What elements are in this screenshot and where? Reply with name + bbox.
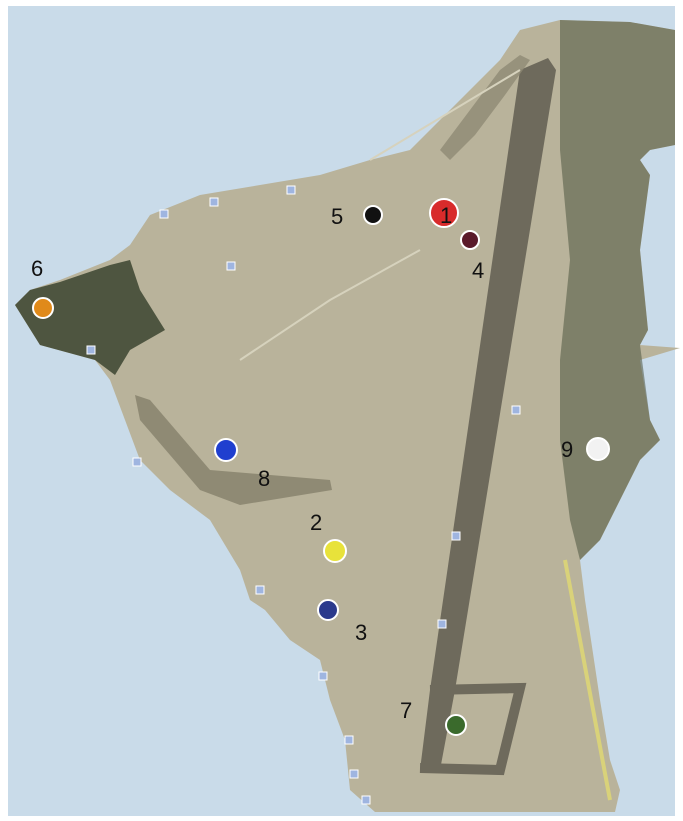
shore-road xyxy=(563,559,612,801)
site-dot-3[interactable] xyxy=(317,599,339,621)
site-marker-9[interactable]: 9 xyxy=(561,437,610,462)
site-marker-8[interactable]: 8 xyxy=(214,438,270,491)
west-vegetation xyxy=(15,260,165,375)
site-label-1: 1 xyxy=(440,203,452,228)
site-dot-2[interactable] xyxy=(323,539,347,563)
site-label-4: 4 xyxy=(472,258,484,283)
site-label-9: 9 xyxy=(561,437,573,462)
site-label-7: 7 xyxy=(400,698,412,723)
site-marker-2[interactable]: 2 xyxy=(310,510,347,563)
site-dot-7[interactable] xyxy=(445,714,467,736)
north-piers xyxy=(440,55,530,160)
east-vegetation xyxy=(560,20,675,560)
site-marker-5[interactable]: 5 xyxy=(331,204,383,229)
site-label-2: 2 xyxy=(310,510,322,535)
site-markers: 1 2 3 4 5 6 7 8 9 xyxy=(31,198,610,736)
site-dot-8[interactable] xyxy=(214,438,238,462)
site-marker-1[interactable]: 1 xyxy=(429,198,459,228)
south-taxiway xyxy=(419,682,527,776)
site-dot-9[interactable] xyxy=(586,437,610,461)
site-marker-3[interactable]: 3 xyxy=(317,599,367,645)
site-label-8: 8 xyxy=(258,466,270,491)
site-label-3: 3 xyxy=(355,620,367,645)
site-label-5: 5 xyxy=(331,204,343,229)
site-marker-4[interactable]: 4 xyxy=(460,230,484,283)
site-dot-1[interactable] xyxy=(429,198,459,228)
coastal-road xyxy=(239,69,521,361)
runway xyxy=(420,58,556,770)
site-dot-4[interactable] xyxy=(460,230,480,250)
site-dot-6[interactable] xyxy=(32,297,54,319)
site-marker-7[interactable]: 7 xyxy=(400,698,467,736)
site-dot-5[interactable] xyxy=(363,205,383,225)
west-harbor-structure xyxy=(135,395,332,505)
site-marker-6[interactable]: 6 xyxy=(31,256,54,319)
site-label-6: 6 xyxy=(31,256,43,281)
shore-markers xyxy=(86,185,521,805)
